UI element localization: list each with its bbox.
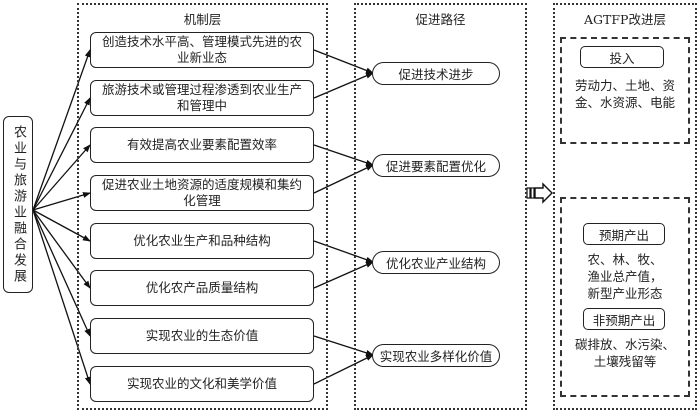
source-to-mechanism-arrow bbox=[32, 97, 91, 211]
path-item: 实现农业多样化价值 bbox=[372, 344, 500, 367]
source-box: 农业与旅游业融合发展 bbox=[3, 116, 33, 293]
mechanism-to-path-arrow bbox=[313, 144, 374, 166]
mechanism-layer bbox=[77, 3, 328, 410]
mechanism-to-path-arrow bbox=[313, 72, 374, 99]
input-group bbox=[560, 37, 690, 144]
mechanism-item: 优化农业生产和品种结构 bbox=[90, 223, 314, 259]
mechanism-to-path-arrow bbox=[313, 335, 374, 356]
output-group bbox=[560, 197, 690, 397]
mechanism-item: 优化农产品质量结构 bbox=[90, 270, 314, 306]
mechanism-item: 促进农业土地资源的适度规模和集约化管理 bbox=[90, 175, 314, 211]
path-item: 优化农业产业结构 bbox=[372, 251, 500, 274]
source-to-mechanism-arrow bbox=[32, 144, 91, 211]
source-to-mechanism-arrow bbox=[32, 209, 91, 385]
path-layer bbox=[354, 3, 527, 410]
block-arrow-icon bbox=[526, 182, 553, 204]
source-to-mechanism-arrow bbox=[32, 209, 91, 337]
mechanism-item: 实现农业的生态价值 bbox=[90, 318, 314, 354]
mechanism-to-path-arrow bbox=[313, 49, 374, 74]
source-to-mechanism-arrow bbox=[32, 49, 91, 211]
mechanism-item: 实现农业的文化和美学价值 bbox=[90, 366, 314, 402]
mechanism-to-path-arrow bbox=[313, 354, 374, 385]
mechanism-item: 旅游技术或管理过程渗透到农业生产和管理中 bbox=[90, 80, 314, 116]
source-label: 农业与旅游业融合发展 bbox=[11, 124, 26, 285]
input-desc: 劳动力、土地、资 金、水资源、电能 bbox=[574, 78, 675, 110]
mechanism-to-path-arrow bbox=[313, 261, 374, 289]
desired-output-desc: 农、林、牧、 渔业总产值， 新型产业形态 bbox=[587, 252, 663, 301]
mechanism-title: 机制层 bbox=[183, 12, 222, 27]
input-tag: 投入 bbox=[580, 46, 664, 68]
desired-output-tag: 预期产出 bbox=[583, 223, 665, 245]
mechanism-to-path-arrow bbox=[313, 164, 374, 194]
mechanism-item: 创造技术水平高、管理模式先进的农业新业态 bbox=[90, 32, 314, 68]
path-item: 促进技术进步 bbox=[372, 62, 500, 85]
path-title: 促进路径 bbox=[415, 12, 466, 27]
undesired-output-desc: 碳排放、水污染、 土壤残留等 bbox=[574, 337, 675, 369]
agtfp-layer bbox=[553, 3, 697, 410]
undesired-output-tag: 非预期产出 bbox=[583, 308, 665, 330]
path-item: 促进要素配置优化 bbox=[372, 154, 500, 177]
mechanism-to-path-arrow bbox=[313, 240, 374, 263]
source-to-mechanism-arrow bbox=[32, 209, 91, 289]
agtfp-title: AGTFP改进层 bbox=[584, 12, 666, 27]
source-to-mechanism-arrow bbox=[32, 192, 91, 211]
mechanism-item: 有效提高农业要素配置效率 bbox=[90, 127, 314, 163]
source-to-mechanism-arrow bbox=[32, 209, 91, 242]
